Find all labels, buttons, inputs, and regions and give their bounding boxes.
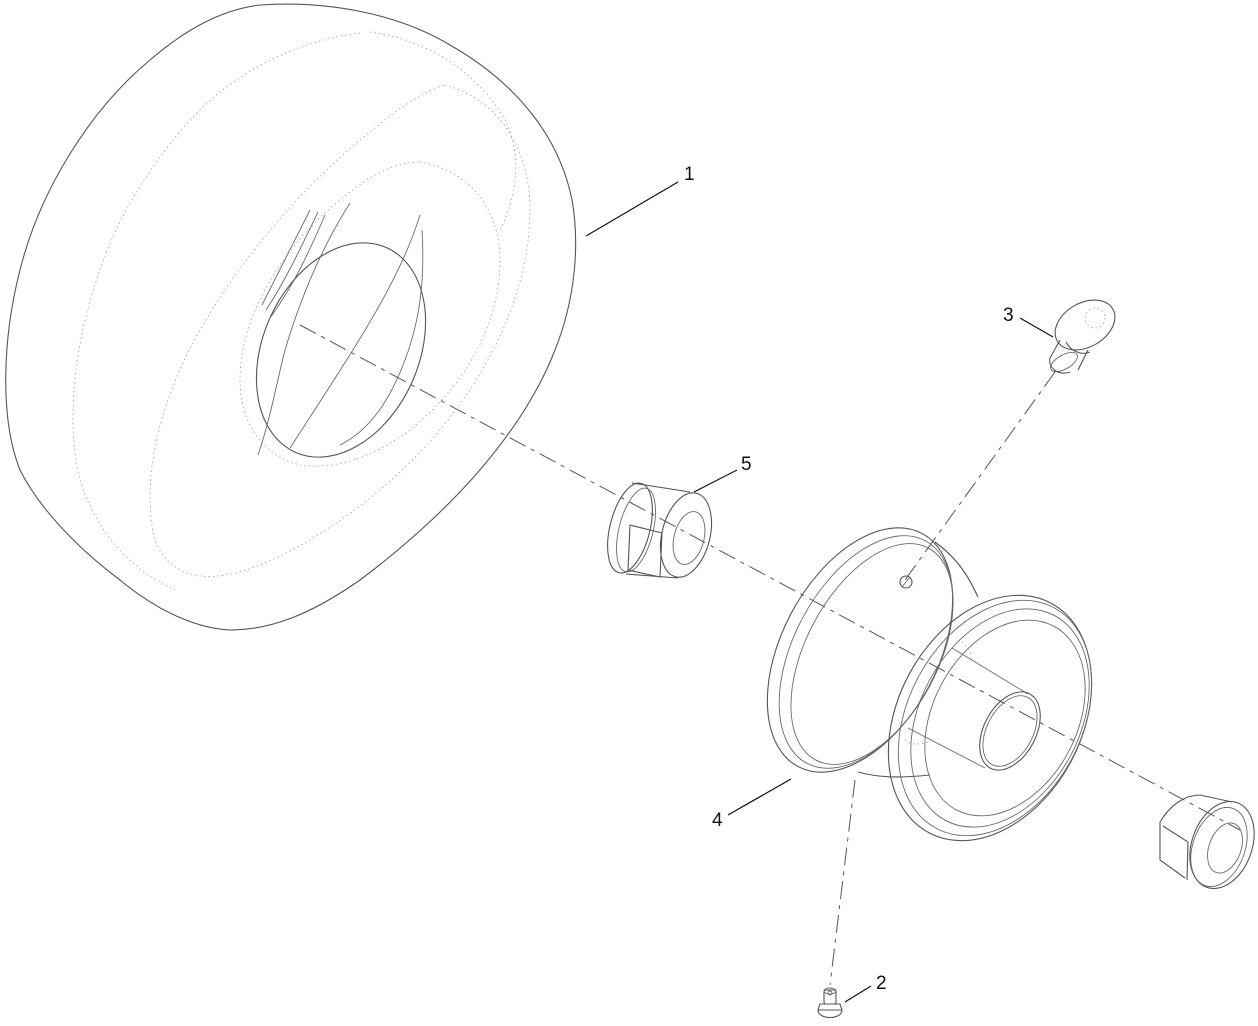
callout-2-leader <box>844 985 872 1003</box>
valve-stem-part <box>1049 299 1116 374</box>
bushing-right-part <box>1159 794 1255 890</box>
callout-5-label: 5 <box>741 454 752 475</box>
tire-part <box>5 3 577 631</box>
callout-4-leader <box>727 778 792 816</box>
callout-3-leader <box>1019 317 1054 338</box>
callout-2-label: 2 <box>876 973 887 994</box>
grease-fitting-axis-line <box>829 779 856 986</box>
wheel-rim-part <box>766 527 1093 842</box>
callout-1-leader <box>585 181 679 237</box>
axle-center-line <box>299 324 1241 831</box>
callout-5-leader <box>693 469 738 493</box>
callout-1-label: 1 <box>684 164 695 185</box>
valve-stem-axis-line <box>904 371 1056 581</box>
grease-fitting-part <box>817 987 843 1019</box>
callout-3-label: 3 <box>1003 305 1014 326</box>
bushing-left-part <box>607 482 713 579</box>
callout-4-label: 4 <box>712 810 723 831</box>
